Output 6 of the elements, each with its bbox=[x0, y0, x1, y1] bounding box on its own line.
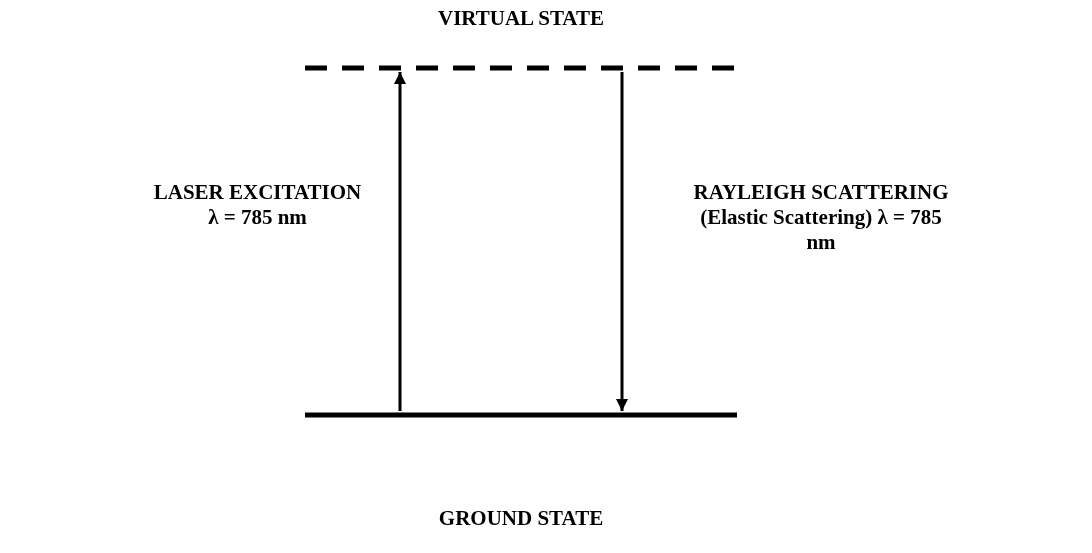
edge-label: RAYLEIGH SCATTERING (Elastic Scattering) λ = 785 nm bbox=[692, 180, 950, 255]
arrow bbox=[394, 72, 406, 411]
arrow bbox=[616, 72, 628, 411]
level-label: GROUND STATE bbox=[437, 506, 605, 531]
edge-label: LASER EXCITATION λ = 785 nm bbox=[152, 180, 363, 230]
level-label: VIRTUAL STATE bbox=[437, 6, 605, 31]
